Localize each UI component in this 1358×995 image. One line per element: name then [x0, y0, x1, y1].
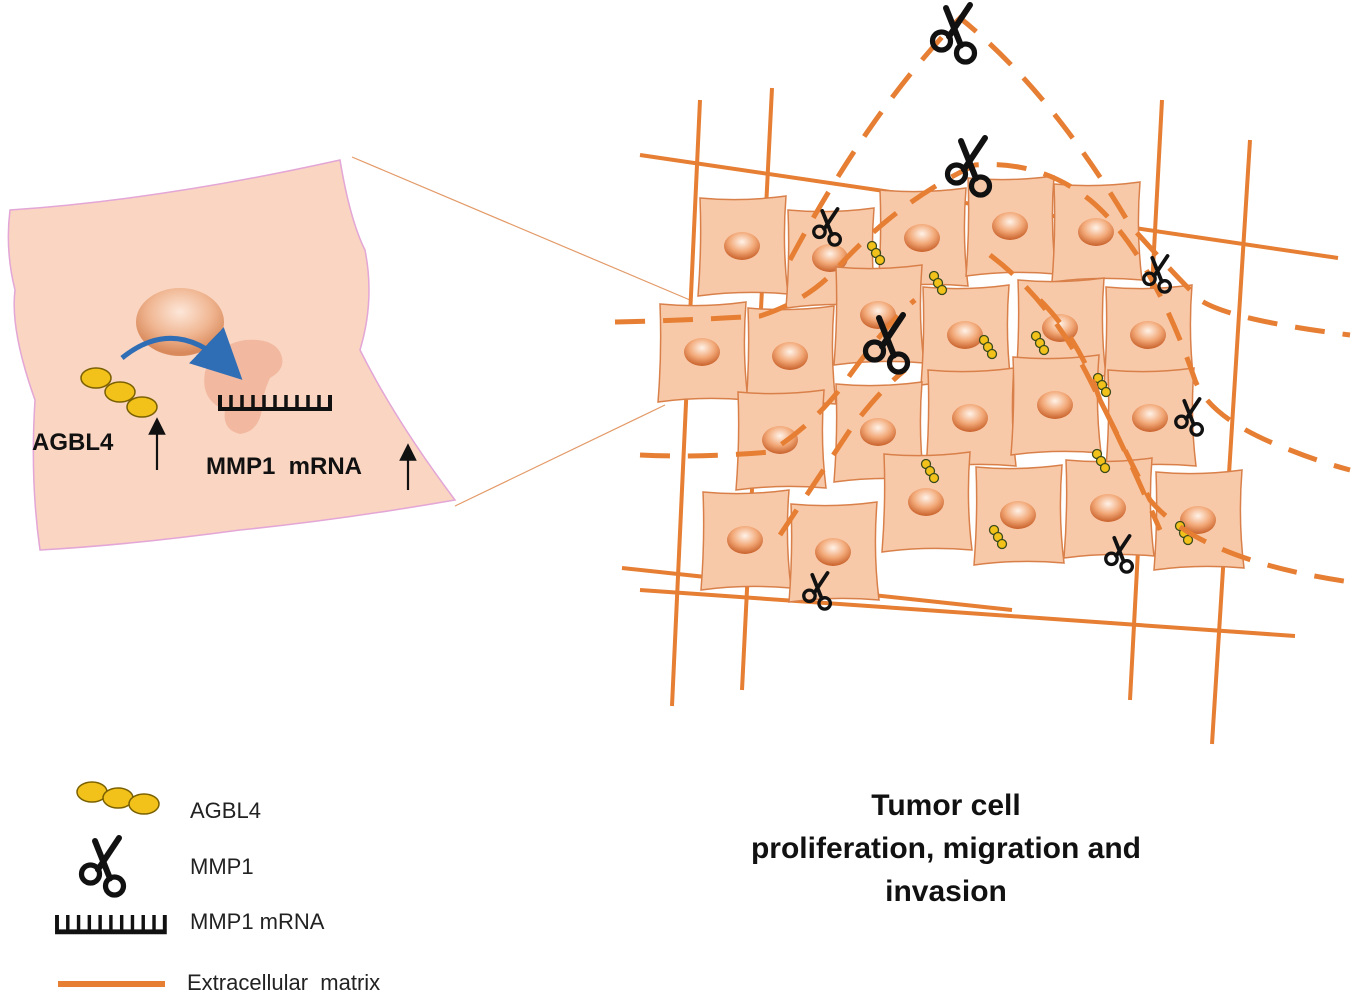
caption-line-2: proliferation, migration and — [751, 832, 1141, 865]
tumor-cell — [1105, 367, 1197, 469]
mmp1-mrna-label: MMP1 mRNA — [206, 453, 362, 480]
legend-mrna-label: MMP1 mRNA — [190, 909, 325, 934]
caption-line-1: Tumor cell — [871, 789, 1020, 822]
legend-mrna-icon — [57, 915, 165, 932]
legend-ecm-label: Extracellular matrix — [187, 970, 380, 995]
legend-agbl4-icon — [76, 781, 160, 815]
zoom-connector-top — [351, 156, 691, 301]
agbl4-label: AGBL4 — [32, 429, 114, 456]
nucleus-icon — [136, 288, 224, 356]
tumor-tissue — [614, 5, 1351, 745]
caption-line-3: invasion — [885, 875, 1007, 908]
tumor-cell — [965, 175, 1057, 277]
tumor-cell — [925, 367, 1017, 469]
tumor-cell — [1063, 457, 1155, 559]
tumor-cell — [833, 264, 925, 366]
tumor-cell — [700, 489, 792, 591]
legend: AGBL4 MMP1 MMP1 mRNA Extracellular matri… — [57, 781, 380, 995]
agbl4-beads-icon — [80, 367, 158, 418]
tumor-cell — [1051, 181, 1143, 283]
translation-arrow-icon — [120, 327, 243, 380]
legend-mmp1-icon — [82, 838, 124, 895]
tumor-cell — [735, 389, 827, 491]
tumor-cell — [697, 195, 789, 297]
zoom-connector-bottom — [454, 404, 666, 507]
legend-agbl4-label: AGBL4 — [190, 798, 261, 823]
tumor-cell — [973, 464, 1065, 566]
scissors-icon — [933, 5, 975, 62]
legend-mmp1-label: MMP1 — [190, 854, 254, 879]
tumor-cell — [788, 501, 880, 603]
